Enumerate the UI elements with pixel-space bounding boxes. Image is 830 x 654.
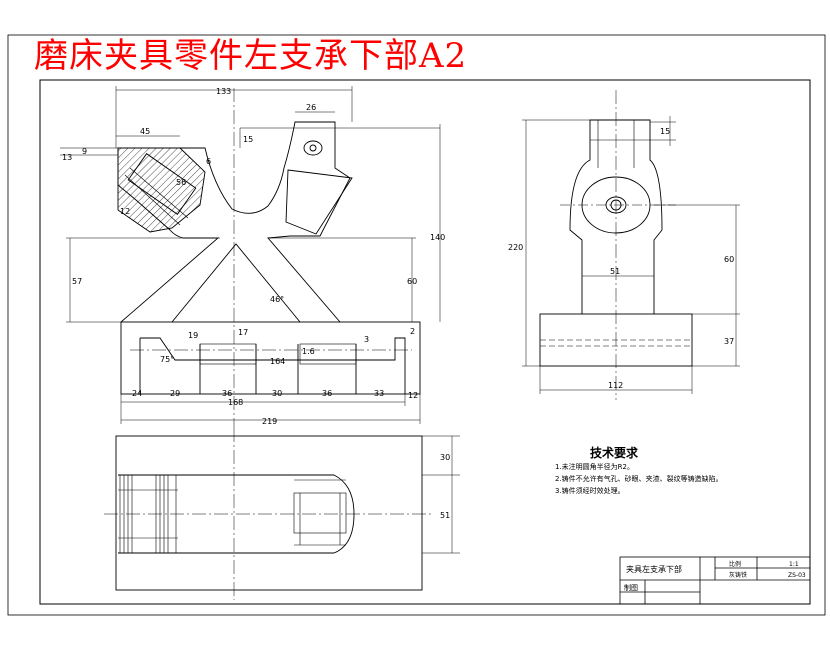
- dim-168: 168: [228, 398, 243, 407]
- front-boss: [303, 140, 323, 156]
- dim-36b: 36: [322, 389, 332, 398]
- front-body: [117, 121, 351, 323]
- dim-60: 60: [407, 277, 417, 286]
- dim-24: 24: [132, 389, 142, 398]
- front-view: [60, 86, 441, 428]
- side-view-dims: 15 220 60 51 37 112: [508, 127, 734, 390]
- title-block-drawing-no: ZS-03: [788, 572, 806, 579]
- tech-item-3: 3.铸件须经时效处理。: [555, 486, 625, 495]
- dim-36a: 36: [222, 389, 232, 398]
- dim-side-220: 220: [508, 243, 523, 252]
- dim-17: 17: [238, 328, 248, 337]
- dim-45: 45: [140, 127, 150, 136]
- dim-26: 26: [306, 103, 316, 112]
- inner-border: [39, 79, 811, 605]
- dim-side-51: 51: [610, 267, 620, 276]
- side-column: [569, 119, 663, 314]
- dim-angle-46: 46°: [270, 295, 284, 304]
- dim-33: 33: [374, 389, 384, 398]
- dim-133: 133: [216, 87, 231, 96]
- dim-side-112: 112: [608, 381, 623, 390]
- front-section-hatch: [117, 147, 206, 233]
- title-block: [619, 556, 811, 605]
- dim-29: 29: [170, 389, 180, 398]
- dim-12b: 12: [408, 391, 418, 400]
- front-arm: [285, 169, 353, 235]
- side-view: [522, 90, 740, 400]
- dim-57: 57: [72, 277, 82, 286]
- front-view-dims: 133 26 45 15 13 9 6 56 12 140 57 60 46° …: [62, 87, 445, 426]
- dim-side-15: 15: [660, 127, 670, 136]
- dim-13: 13: [62, 153, 72, 162]
- dim-30: 30: [272, 389, 282, 398]
- tech-item-2: 2.铸件不允许有气孔、砂眼、夹渣、裂纹等铸造缺陷。: [555, 474, 723, 483]
- dim-19: 19: [188, 331, 198, 340]
- dim-219: 219: [262, 417, 277, 426]
- top-view-dims: 30 51: [440, 453, 450, 520]
- dim-56: 56: [176, 178, 186, 187]
- dim-2: 2: [410, 327, 415, 336]
- dim-roughness: 1.6: [302, 347, 315, 356]
- dim-top-51: 51: [440, 511, 450, 520]
- top-outline: [115, 435, 423, 591]
- dim-3: 3: [364, 335, 369, 344]
- dim-6: 6: [206, 157, 211, 166]
- dim-140: 140: [430, 233, 445, 242]
- dim-9: 9: [82, 147, 87, 156]
- dim-top-30: 30: [440, 453, 450, 462]
- title-block-text: 夹具左支承下部 比例 1:1 灰铸铁 ZS-03 制图: [624, 560, 806, 592]
- dim-15: 15: [243, 135, 253, 144]
- title-block-drawn-by: 制图: [624, 583, 638, 592]
- front-base-slot: [140, 337, 406, 394]
- drawing-title: 磨床夹具零件左支承下部A2: [34, 36, 468, 76]
- top-view: [104, 428, 460, 600]
- dim-angle-75: 75°: [160, 355, 174, 364]
- tech-requirements: 技术要求 1.未注明圆角半径为R2。 2.铸件不允许有气孔、砂眼、夹渣、裂纹等铸…: [555, 445, 723, 495]
- front-base: [120, 321, 421, 395]
- tech-heading: 技术要求: [590, 445, 639, 460]
- title-block-material: 灰铸铁: [729, 571, 747, 579]
- dim-164: 164: [270, 357, 285, 366]
- tech-item-1: 1.未注明圆角半径为R2。: [555, 462, 634, 471]
- front-hole-detail: [127, 153, 197, 215]
- title-block-part-name: 夹具左支承下部: [626, 564, 682, 574]
- dim-side-60: 60: [724, 255, 734, 264]
- title-block-scale-label: 比例: [729, 560, 741, 568]
- title-block-scale-value: 1:1: [789, 561, 799, 568]
- outer-border: [7, 34, 826, 616]
- front-v-cut: [171, 243, 301, 323]
- dim-12: 12: [120, 207, 130, 216]
- dim-side-37: 37: [724, 337, 734, 346]
